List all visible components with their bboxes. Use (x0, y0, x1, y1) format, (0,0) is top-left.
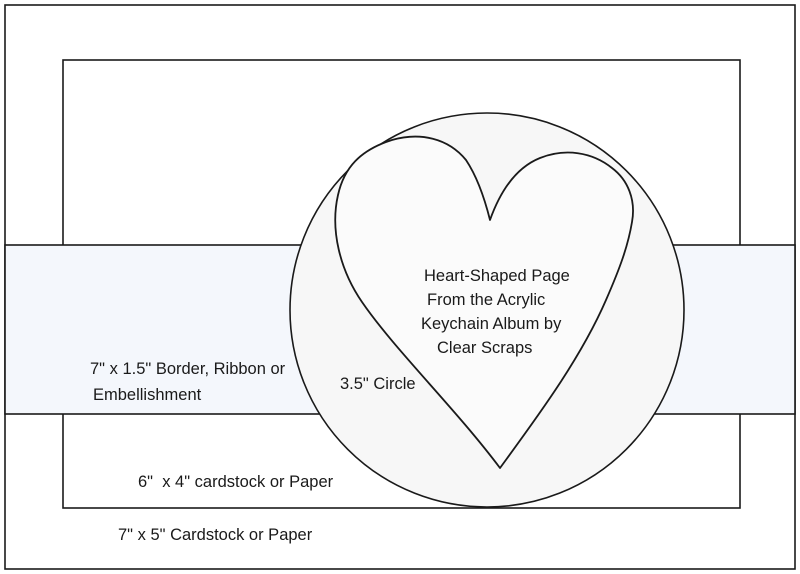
outer-cardstock-label: 7" x 5" Cardstock or Paper (118, 526, 313, 544)
heart-shape (334, 135, 634, 469)
heart-label-line-3: Keychain Album by (421, 315, 562, 333)
inner-cardstock-label: 6" x 4" cardstock or Paper (138, 473, 334, 491)
border-label-line-1: 7" x 1.5" Border, Ribbon or (90, 360, 286, 378)
heart-label-line-1: Heart-Shaped Page (424, 267, 570, 285)
circle-label: 3.5" Circle (340, 375, 416, 393)
heart-label-line-2: From the Acrylic (427, 291, 545, 309)
heart-label-line-4: Clear Scraps (437, 339, 532, 357)
border-label-line-2: Embellishment (93, 386, 202, 404)
